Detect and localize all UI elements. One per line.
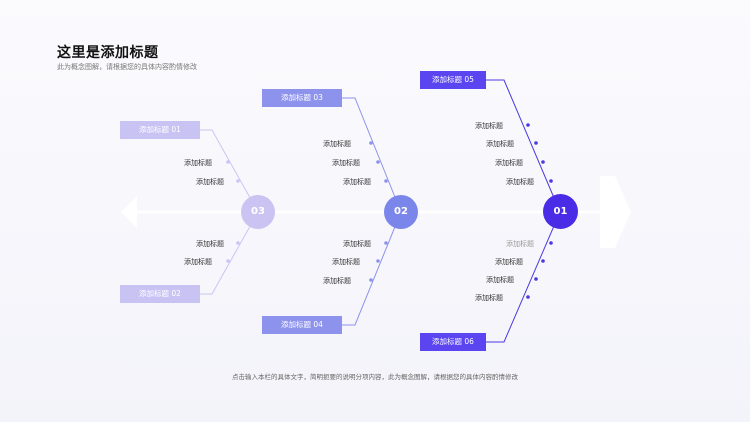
branch-01-item: 添加标题	[196, 178, 224, 186]
branch-05-item: 添加标题	[486, 140, 514, 148]
right-arrow-icon	[600, 176, 631, 248]
branch-04-item: 添加标题	[323, 277, 351, 285]
branch-06-item: 添加标题	[506, 240, 534, 248]
branch-06-item: 添加标题	[495, 258, 523, 266]
branch-05-item: 添加标题	[506, 178, 534, 186]
page-title: 这里是添加标题	[57, 45, 159, 61]
branch-02-item: 添加标题	[184, 258, 212, 266]
branch-06-item: 添加标题	[486, 276, 514, 284]
branch-02-item: 添加标题	[196, 240, 224, 248]
branch-03-item: 添加标题	[343, 178, 371, 186]
branch-line-01	[200, 129, 259, 213]
branch-03-item: 添加标题	[332, 159, 360, 167]
branch-line-05	[486, 79, 561, 213]
branch-label-02: 添加标题 02	[120, 285, 200, 303]
branch-04-item: 添加标题	[332, 258, 360, 266]
footer-note: 点击输入本栏的具体文字，简明扼要的说明分项内容，此为概念图解，请根据您的具体内容…	[232, 373, 518, 381]
branch-label-04: 添加标题 04	[262, 316, 342, 334]
branch-04-item: 添加标题	[343, 240, 371, 248]
branch-line-03	[342, 97, 402, 213]
branch-line-06	[486, 211, 561, 343]
branch-label-03: 添加标题 03	[262, 89, 342, 107]
left-arrow-icon	[121, 196, 137, 228]
branch-label-05: 添加标题 05	[420, 71, 486, 89]
branch-03-item: 添加标题	[323, 140, 351, 148]
node-02: 02	[384, 195, 418, 229]
page-subtitle: 此为概念图解，请根据您的具体内容酌情修改	[57, 63, 197, 71]
node-03: 03	[241, 195, 275, 229]
branch-05-item: 添加标题	[475, 122, 503, 130]
branch-line-04	[342, 211, 402, 326]
branch-05-item: 添加标题	[495, 159, 523, 167]
branch-01-item: 添加标题	[184, 159, 212, 167]
branch-label-01: 添加标题 01	[120, 121, 200, 139]
branch-label-06: 添加标题 06	[420, 333, 486, 351]
branch-line-02	[200, 211, 259, 295]
node-01: 01	[543, 194, 578, 229]
branch-06-item: 添加标题	[475, 294, 503, 302]
